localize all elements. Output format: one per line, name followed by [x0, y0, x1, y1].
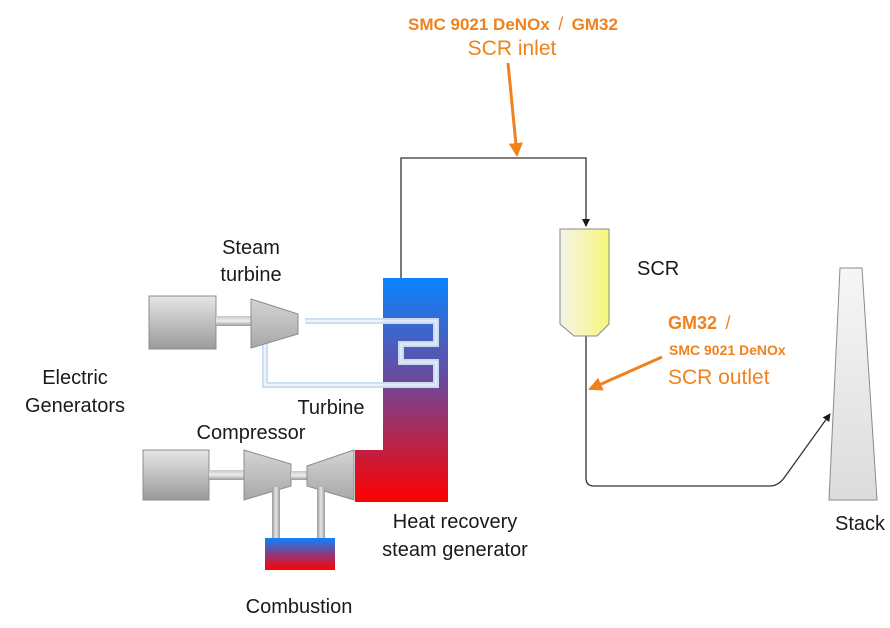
inlet-measurement-arrow [506, 62, 523, 157]
combustion-pipe-left [272, 487, 280, 539]
compressor-turbine-shaft [291, 471, 307, 480]
outlet-annotation-primary-line: GM32 / [668, 313, 731, 333]
stack [828, 267, 878, 501]
outlet-measurement-arrow [588, 355, 663, 391]
compressor-label: Compressor [197, 422, 306, 444]
gas-generator-unit [142, 449, 210, 501]
inlet-location-label: SCR inlet [468, 37, 557, 60]
steam-generator-unit [148, 295, 217, 350]
compressor [243, 449, 292, 501]
inlet-product-secondary: GM32 [572, 15, 618, 34]
scr-reactor [559, 228, 610, 337]
outlet-separator: / [725, 313, 730, 333]
flue-gas-duct-to-stack [585, 336, 831, 487]
flue-gas-duct-to-scr [400, 157, 590, 278]
scr-label: SCR [637, 258, 679, 280]
steam-turbine-label-line1: Steam [222, 237, 280, 259]
steam-turbine-label-line2: turbine [220, 264, 281, 286]
inlet-annotation-products: SMC 9021 DeNOx / GM32 [408, 14, 618, 34]
outlet-product-primary: GM32 [668, 313, 717, 333]
combustion-label: Combustion [246, 596, 353, 618]
steam-coil [383, 318, 439, 388]
electric-generators-label-line2: Generators [25, 395, 125, 417]
turbine-label: Turbine [297, 397, 364, 419]
outlet-location-label: SCR outlet [668, 366, 770, 389]
gas-turbine [306, 449, 355, 501]
steam-shaft [216, 316, 252, 326]
gas-shaft [209, 470, 245, 480]
stack-label: Stack [835, 513, 886, 535]
outlet-product-secondary: SMC 9021 DeNOx [669, 342, 786, 358]
inlet-product-primary: SMC 9021 DeNOx [408, 15, 550, 34]
electric-generators-label-line1: Electric [42, 367, 108, 389]
hrsg-label-line1: Heat recovery [393, 511, 518, 533]
combustion-pipe-right [317, 487, 325, 539]
inlet-separator: / [558, 14, 563, 34]
hrsg-label-line2: steam generator [382, 539, 528, 561]
heat-recovery-steam-generator [355, 278, 448, 502]
steam-turbine [250, 298, 299, 349]
combustion-chamber [265, 538, 335, 570]
